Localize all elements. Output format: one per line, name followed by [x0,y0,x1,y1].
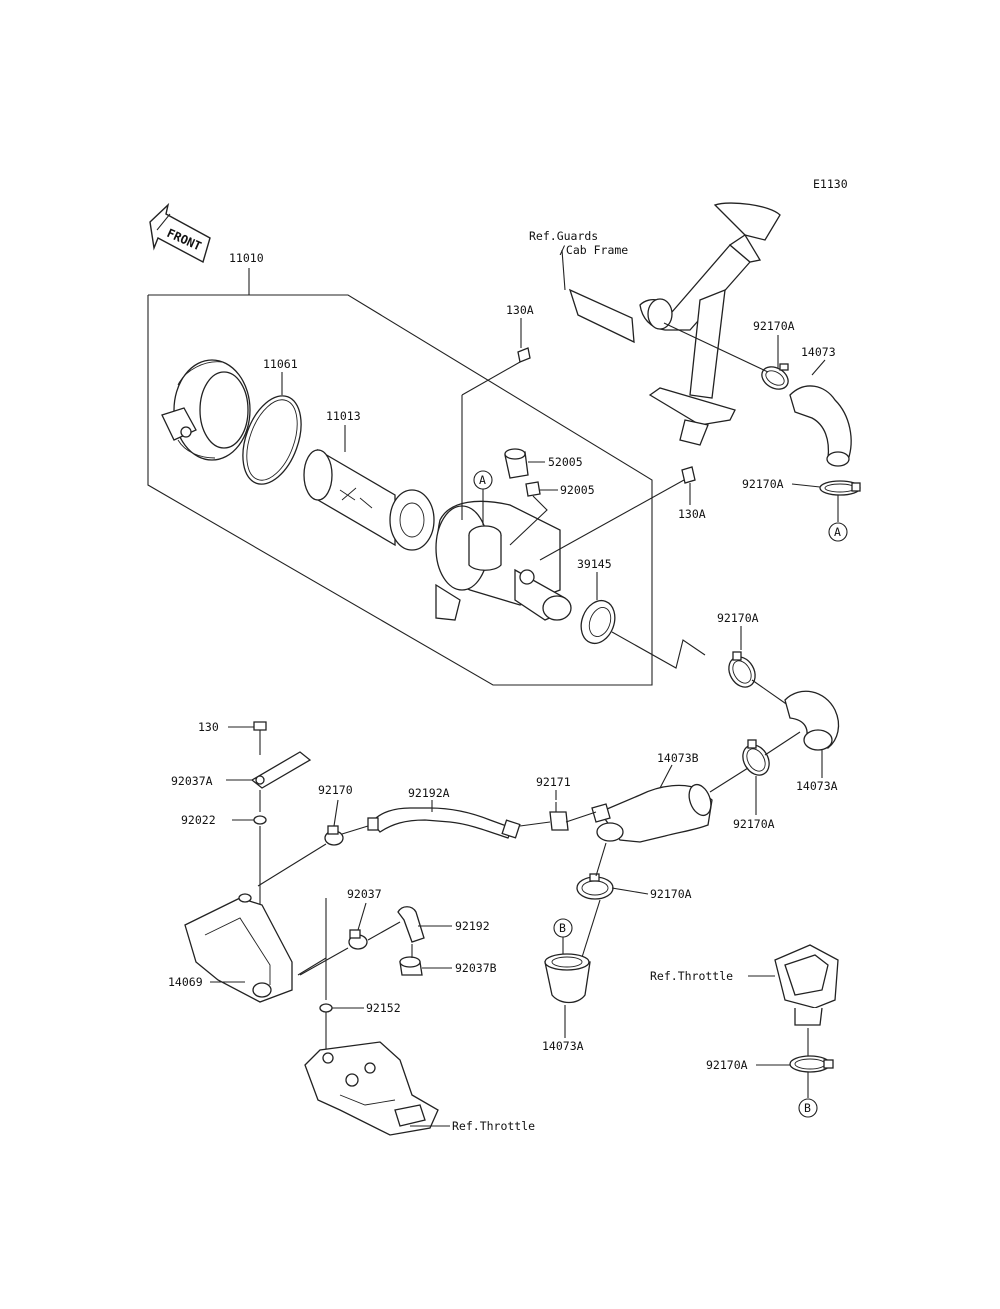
part-label-130a-side: 130A [678,507,706,521]
callout-b-middle: B [553,918,573,955]
part-label-92022: 92022 [181,813,216,827]
part-label-14073: 14073 [801,345,836,359]
part-label-92037a: 92037A [171,774,213,788]
part-label-14073a-2: 14073A [542,1039,584,1053]
ref-throttle-label-top: Ref.Throttle [650,969,733,983]
part-label-92170a-6: 92170A [706,1058,748,1072]
bracket-14069 [184,893,327,1003]
part-label-92170a-2: 92170A [742,477,784,491]
hose-92192a [367,800,521,839]
part-label-92170a-4: 92170A [733,817,775,831]
fitting-92005 [509,481,558,546]
duct-14073a-1 [784,690,840,778]
part-label-11013: 11013 [326,409,361,423]
clip-92037b [399,944,452,976]
part-label-92192a: 92192A [408,786,450,800]
part-label-92170a-5: 92170A [650,887,692,901]
cab-frame-ref [561,202,781,446]
part-label-92192: 92192 [455,919,490,933]
clamp-92170a-3 [728,626,793,709]
callout-b-bottom: B [798,1098,818,1118]
bolt-130a-side [539,466,696,561]
ref-throttle-label-bottom: Ref.Throttle [452,1119,535,1133]
air-cleaner-cap [161,359,251,461]
part-label-92152: 92152 [366,1001,401,1015]
part-label-92037b: 92037B [455,961,497,975]
svg-text:A: A [834,525,841,539]
part-label-39145: 39145 [577,557,612,571]
duct-14073a-2 [544,953,591,1038]
svg-text:A: A [479,473,486,487]
o-ring [242,395,302,485]
clamp-92170a-6 [756,1028,834,1098]
duct-14073 [789,359,852,467]
part-label-92037: 92037 [347,887,382,901]
part-label-14069: 14069 [168,975,203,989]
diagram-code: E1130 [813,177,848,191]
duct-14073b [591,764,713,843]
ref-guards-label-line1: Ref.Guards [529,229,598,243]
part-label-52005: 52005 [548,455,583,469]
svg-text:B: B [559,921,566,935]
hose-92192 [397,906,452,943]
air-cleaner-housing [435,500,572,621]
fitting-92171 [519,790,597,831]
callout-a-right: A [828,522,848,542]
part-label-11061: 11061 [263,357,298,371]
part-label-14073b: 14073B [657,751,699,765]
air-filter-element [303,448,435,551]
seal-ring-39145 [580,572,616,645]
part-label-92170a-3: 92170A [717,611,759,625]
callout-a-housing: A [473,470,493,525]
plug-52005 [504,448,545,479]
strap-92037a [226,751,312,812]
part-label-11010: 11010 [229,251,264,265]
front-arrow-icon: FRONT [149,202,211,264]
bolt-130a-top [461,318,531,520]
throttle-body-lower [304,1041,450,1136]
part-label-92171: 92171 [536,775,571,789]
bolt-130 [228,721,267,755]
clamp-92170 [257,799,369,887]
air-cleaner-assembly-outline [147,268,653,686]
part-label-130a-top: 130A [506,303,534,317]
clamp-92170a-1 [663,322,789,390]
part-label-130: 130 [198,720,219,734]
clamp-92170a-4 [709,731,801,815]
part-label-14073a-1: 14073A [796,779,838,793]
clamp-92170a-5 [576,842,649,971]
throttle-body-right [748,944,839,1026]
ref-guards-label-line2: /Cab Frame [559,243,628,257]
part-label-92170a-1: 92170A [753,319,795,333]
clip-92037 [299,902,401,976]
flow-line-ring-to-clamp [611,631,706,669]
part-label-92170: 92170 [318,783,353,797]
clamp-92170a-2 [791,480,861,522]
svg-text:B: B [804,1101,811,1115]
washer-92022 [232,815,267,910]
part-label-92005: 92005 [560,483,595,497]
grommet-92152 [319,1003,364,1050]
